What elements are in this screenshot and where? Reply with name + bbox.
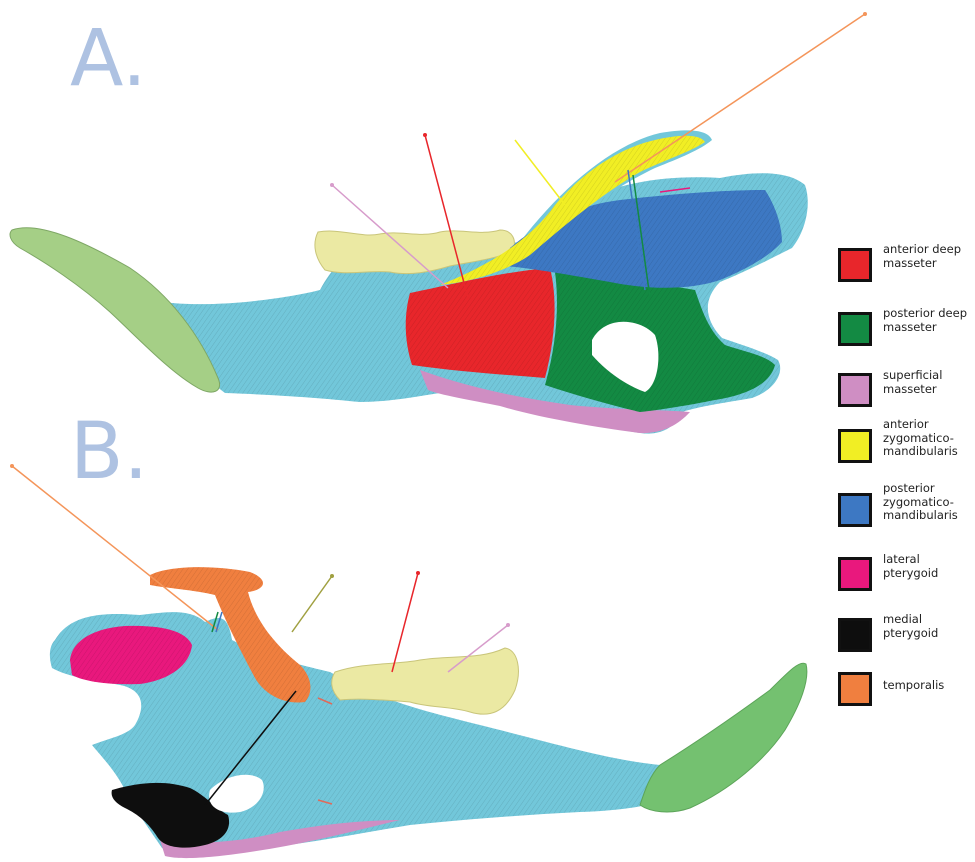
legend-swatch <box>838 429 872 463</box>
legend-label: anterior zygomatico- mandibularis <box>883 418 975 459</box>
legend-swatch <box>838 312 872 346</box>
legend-swatch <box>838 373 872 407</box>
panel-b-vector-anterior-zygomatico <box>292 576 332 632</box>
panel-a-vector-anterior-zygomatico <box>515 140 565 205</box>
panel-a-label: A. <box>70 20 147 98</box>
legend-label: temporalis <box>883 679 975 693</box>
legend-label: anterior deep masseter <box>883 243 975 270</box>
panel-a-vector-temporalis <box>615 14 865 182</box>
legend-swatch <box>838 248 872 282</box>
legend-label: posterior zygomatico- mandibularis <box>883 482 975 523</box>
panel-b-label: B. <box>70 413 148 491</box>
legend-swatch <box>838 672 872 706</box>
panel-b-vector-anterior-deep-masseter <box>392 573 418 672</box>
legend-swatch <box>838 557 872 591</box>
legend-label: superficial masseter <box>883 369 975 396</box>
legend-swatch <box>838 618 872 652</box>
legend-swatch <box>838 493 872 527</box>
legend-label: medial pterygoid <box>883 613 975 640</box>
legend-label: lateral pterygoid <box>883 553 975 580</box>
panel-b-incisor <box>640 663 807 812</box>
panel-b-mandible <box>10 464 807 858</box>
legend-label: posterior deep masseter <box>883 307 975 334</box>
